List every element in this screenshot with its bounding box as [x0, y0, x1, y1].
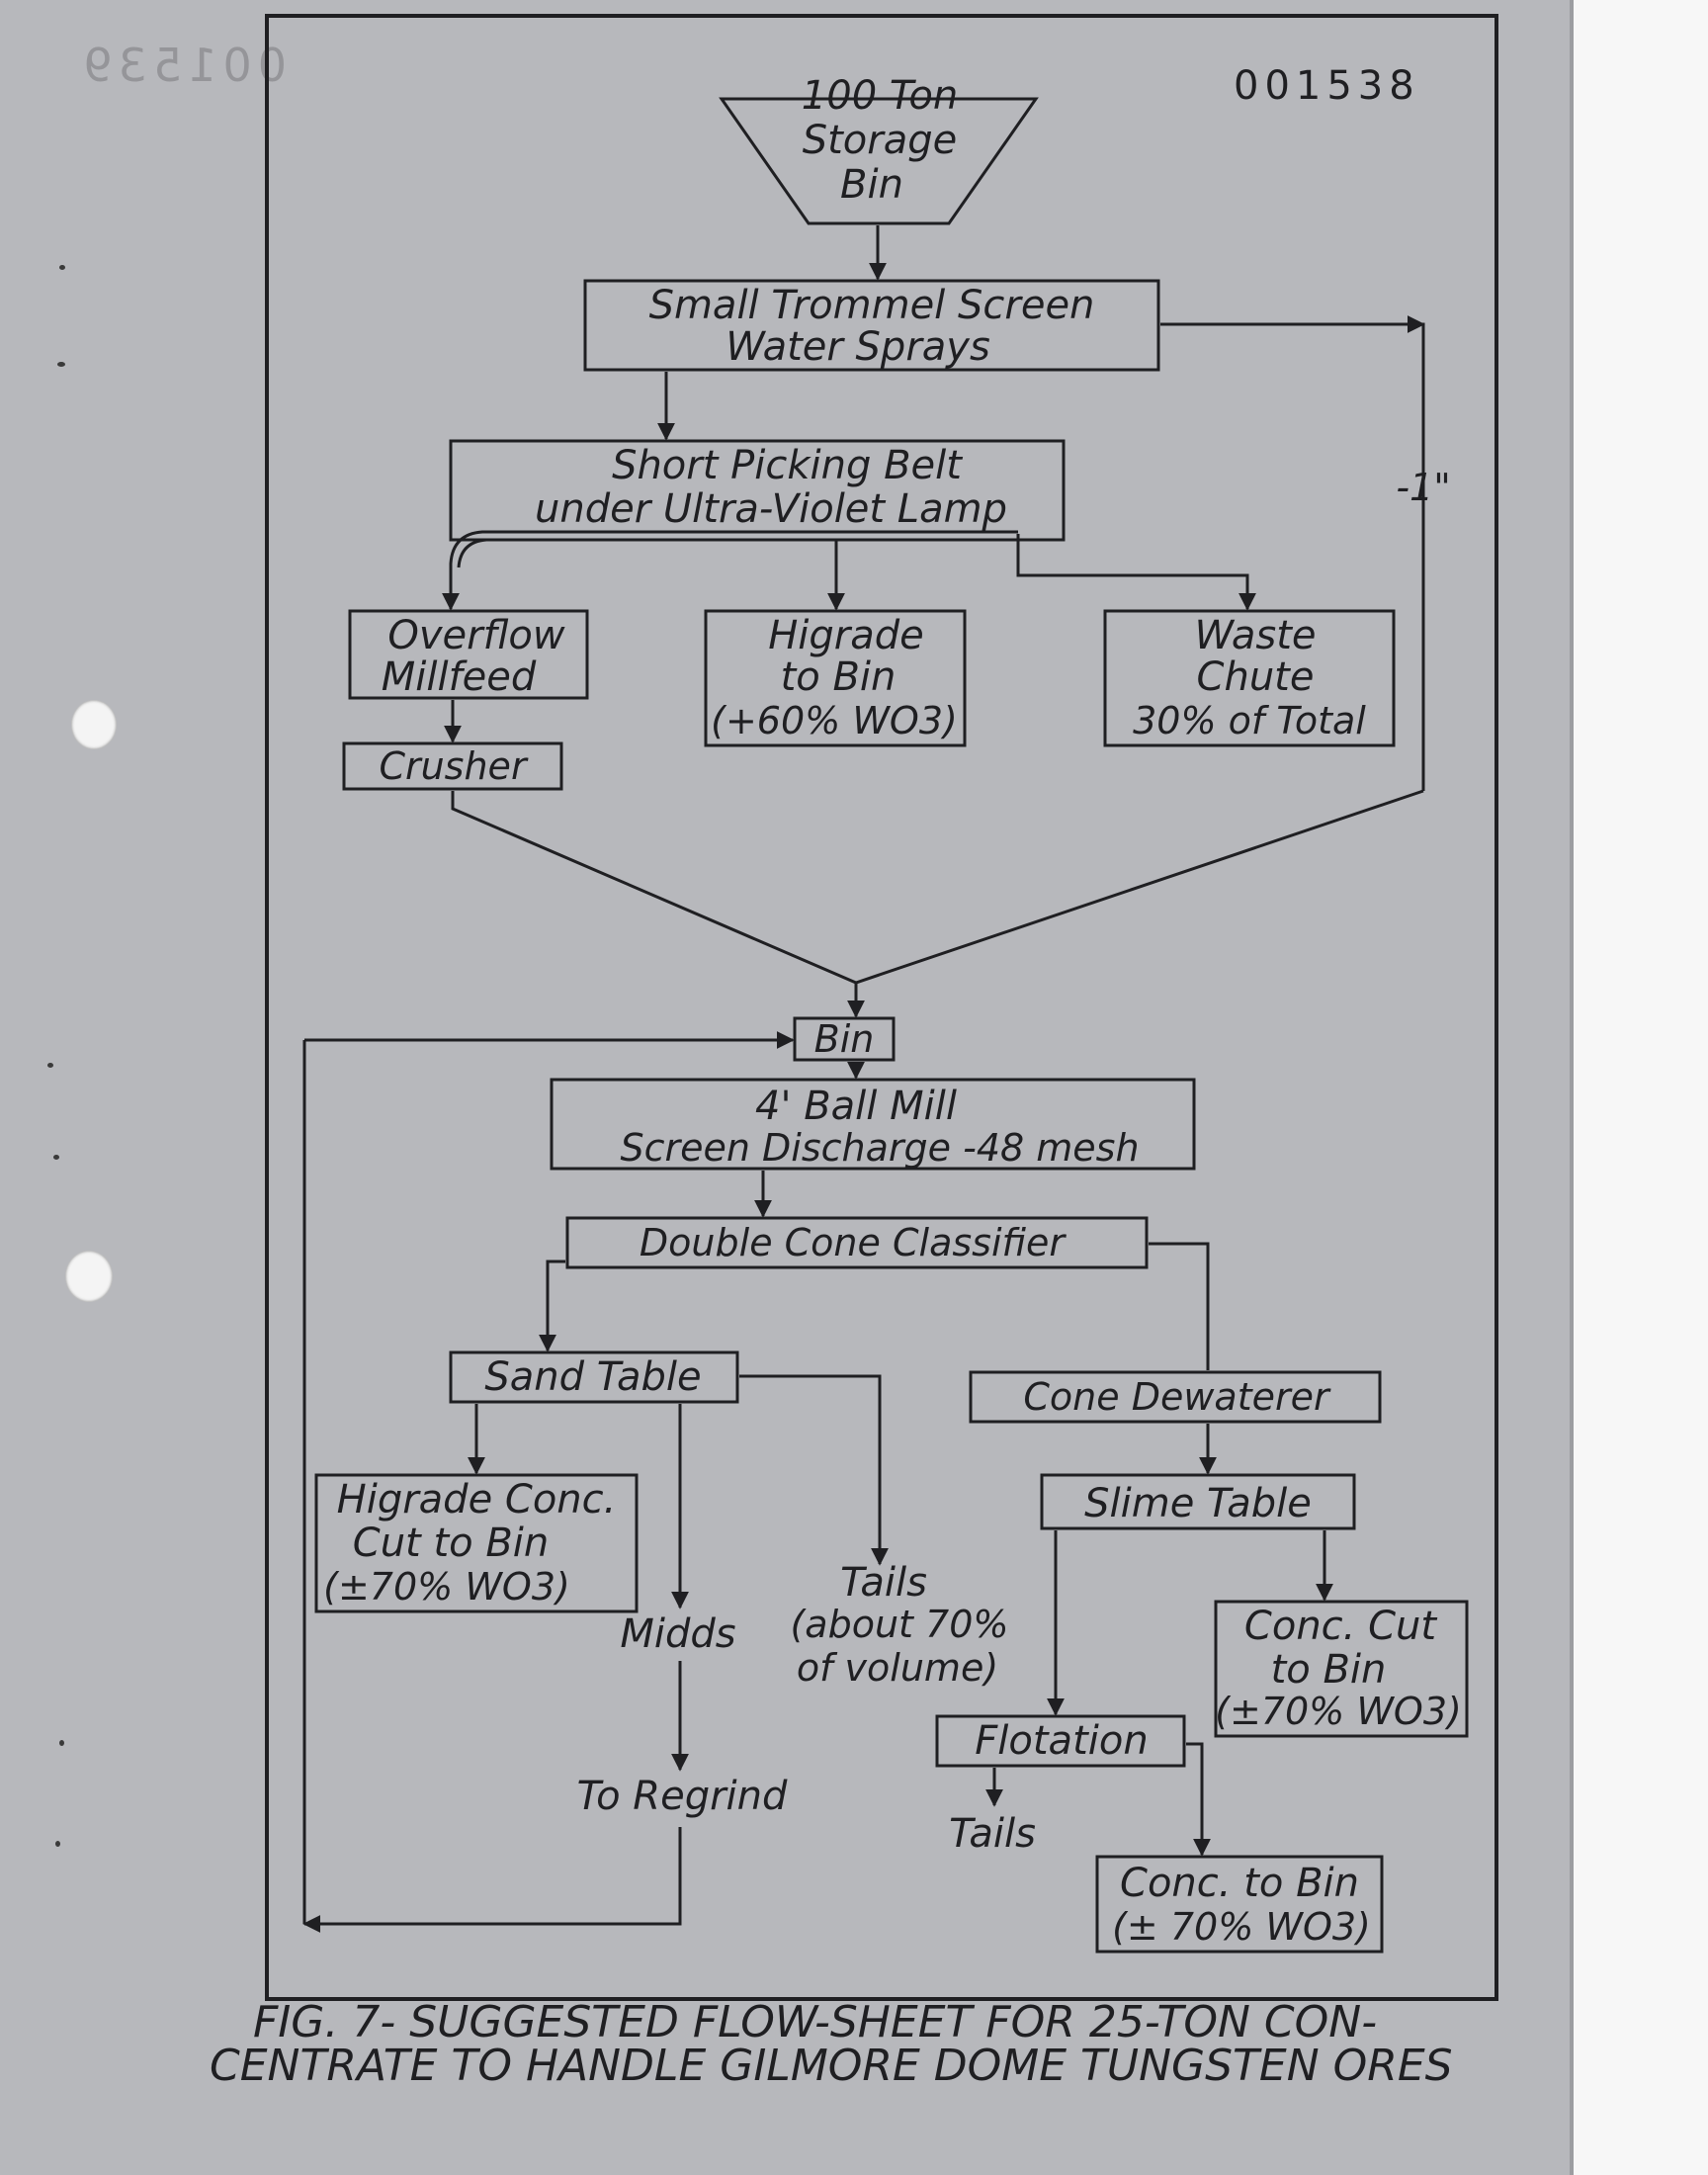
caption-line-2: CENTRATE TO HANDLE GILMORE DOME TUNGSTEN…: [210, 2041, 1453, 2091]
margin-speck: [57, 362, 65, 367]
regrind-return-line: [304, 1827, 682, 1926]
arrow-flotation-to-conc: [1186, 1742, 1211, 1857]
tails-sand-label-3: of volume): [797, 1646, 998, 1690]
caption-line-1: FIG. 7- SUGGESTED FLOW-SHEET FOR 25-TON …: [253, 1997, 1377, 2047]
margin-speck: [53, 1155, 59, 1160]
arrow-classifier-to-sand: [539, 1260, 565, 1352]
punch-hole-top: [71, 700, 117, 749]
higrade-conc-box: [314, 1473, 639, 1613]
conc-to-bin-label-2: (± 70% WO3): [1112, 1905, 1371, 1949]
sand-table-label: Sand Table: [484, 1354, 701, 1400]
margin-speck: [55, 1841, 60, 1847]
trommel-label-2: Water Sprays: [726, 324, 990, 370]
bin-box: [793, 1016, 896, 1062]
ball-mill-label-1: 4' Ball Mill: [755, 1084, 957, 1129]
to-regrind-label: To Regrind: [577, 1774, 788, 1819]
classifier-box: [565, 1216, 1149, 1269]
conc-cut-label-1: Conc. Cut: [1244, 1604, 1437, 1649]
overflow-label-1: Overflow: [387, 613, 565, 658]
belt-double-line: [457, 538, 1018, 568]
tails-sand-label-1: Tails: [840, 1560, 927, 1606]
slime-table-box: [1040, 1473, 1356, 1530]
picking-belt-label-2: under Ultra-Violet Lamp: [535, 486, 1007, 532]
waste-label-3: 30% of Total: [1133, 699, 1366, 742]
flotation-label: Flotation: [975, 1718, 1148, 1764]
picking-belt-label-1: Short Picking Belt: [612, 443, 963, 488]
funnel-lines: [451, 789, 1424, 985]
arrow-sand-to-tails: [739, 1374, 889, 1566]
conc-to-bin-box: [1095, 1855, 1384, 1954]
higrade-bin-label-1: Higrade: [768, 613, 924, 658]
arrow-belt-to-overflow: [442, 530, 1018, 611]
cone-dewaterer-label: Cone Dewaterer: [1023, 1375, 1331, 1419]
bin-label: Bin: [814, 1017, 875, 1061]
bleed-through-number: 001539: [77, 39, 287, 92]
punch-hole-bottom: [65, 1251, 113, 1302]
overflow-label-2: Millfeed: [382, 654, 537, 700]
storage-bin-label-2: Storage: [803, 118, 958, 163]
higrade-conc-label-1: Higrade Conc.: [337, 1477, 617, 1522]
flow-connectors: [302, 225, 1425, 1933]
slime-table-label: Slime Table: [1084, 1481, 1312, 1526]
waste-label-2: Chute: [1197, 654, 1315, 700]
storage-bin-hopper: [719, 97, 1039, 225]
paper-sheet: [0, 0, 1572, 2175]
crusher-label: Crusher: [379, 744, 529, 788]
sand-table-box: [449, 1350, 739, 1404]
classifier-label: Double Cone Classifier: [640, 1221, 1068, 1264]
drawing-border: [265, 14, 1498, 2001]
conc-cut-box: [1214, 1600, 1469, 1738]
flotation-box: [935, 1714, 1186, 1768]
conc-to-bin-label-1: Conc. to Bin: [1120, 1861, 1359, 1906]
margin-speck: [59, 265, 65, 270]
tails-flotation-label: Tails: [949, 1811, 1036, 1857]
storage-bin-label-3: Bin: [840, 162, 903, 208]
page-number: 001538: [1234, 63, 1420, 109]
margin-speck: [59, 1740, 64, 1746]
higrade-bin-box: [704, 609, 967, 747]
cone-dewaterer-box: [969, 1370, 1382, 1424]
tails-sand-label-2: (about 70%: [790, 1603, 1008, 1646]
arrow-belt-to-waste: [1016, 534, 1256, 611]
conc-cut-label-2: to Bin: [1271, 1647, 1387, 1693]
ball-mill-label-2: Screen Discharge -48 mesh: [620, 1126, 1139, 1170]
higrade-bin-label-2: to Bin: [781, 654, 897, 700]
midds-label: Midds: [620, 1611, 735, 1657]
conc-cut-label-3: (±70% WO3): [1215, 1690, 1462, 1733]
waste-chute-box: [1103, 609, 1396, 747]
trommel-box: [583, 279, 1160, 372]
higrade-conc-label-3: (±70% WO3): [323, 1565, 570, 1609]
sheet-edge: [1570, 0, 1574, 2175]
crusher-box: [342, 741, 563, 791]
higrade-bin-label-3: (+60% WO3): [711, 699, 958, 742]
overflow-millfeed-box: [348, 609, 589, 700]
storage-bin-label-1: 100 Ton: [802, 73, 958, 119]
margin-speck: [47, 1063, 53, 1068]
ball-mill-box: [550, 1078, 1196, 1171]
trommel-label-1: Small Trommel Screen: [649, 283, 1095, 328]
waste-label-1: Waste: [1194, 613, 1316, 658]
line-classifier-to-dewaterer: [1149, 1242, 1210, 1370]
higrade-conc-label-2: Cut to Bin: [353, 1521, 549, 1566]
